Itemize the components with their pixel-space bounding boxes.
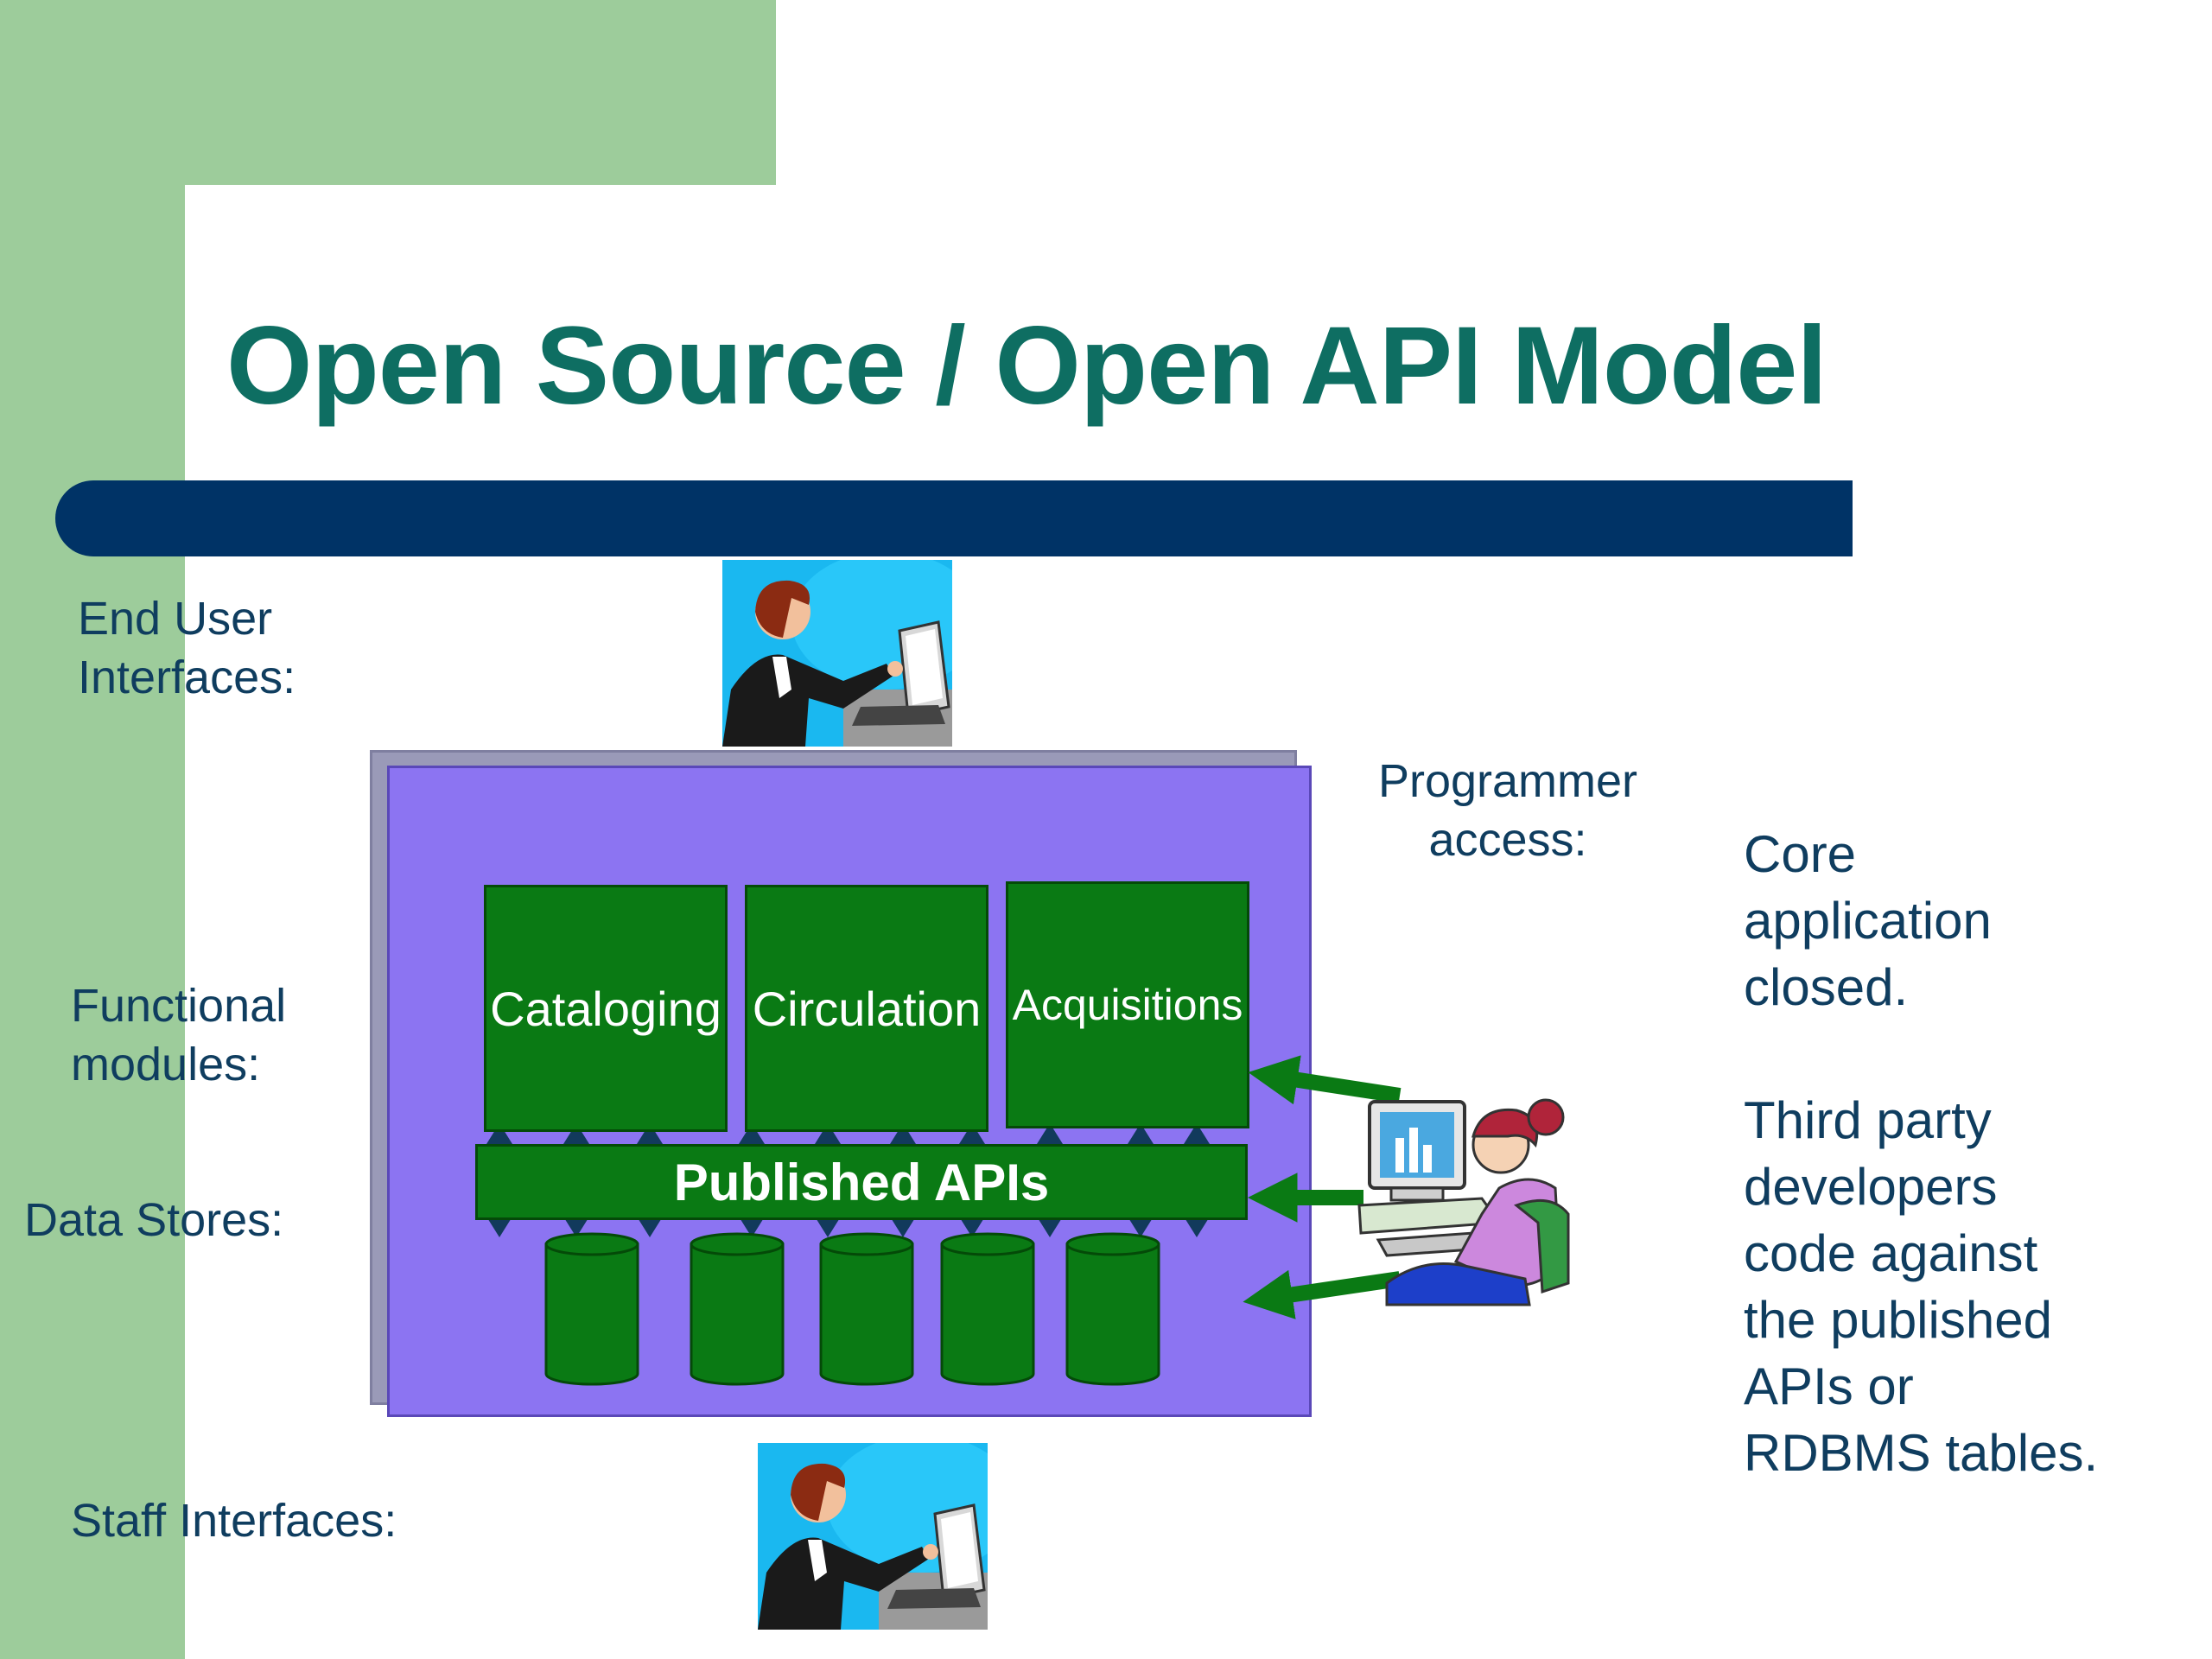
- side-note: Core application closed. Third party dev…: [1744, 821, 2098, 1486]
- data-store-cylinder: [1065, 1232, 1160, 1386]
- programmer-clipart: [1357, 1098, 1570, 1306]
- side-note-line: the published: [1744, 1291, 2052, 1349]
- side-note-line: application: [1744, 892, 1992, 950]
- side-note-line: APIs or: [1744, 1357, 1914, 1415]
- module-circulation: Circulation: [745, 885, 988, 1132]
- background-green-left: [0, 0, 185, 1659]
- side-note-line: RDBMS tables.: [1744, 1424, 2099, 1482]
- module-cataloging: Cataloging: [484, 885, 728, 1132]
- end-user-label-line1: End User: [78, 593, 273, 645]
- data-store-cylinder: [690, 1232, 785, 1386]
- data-store-cylinder: [819, 1232, 914, 1386]
- data-stores-label: Data Stores:: [24, 1194, 284, 1246]
- title-underline-bar: [55, 480, 1853, 556]
- functional-modules-label: Functional modules:: [71, 976, 286, 1094]
- end-user-label-line2: Interfaces:: [78, 652, 296, 703]
- end-user-label: End User Interfaces:: [78, 589, 296, 707]
- green-arrow-icon: [1243, 1269, 1402, 1319]
- office-user-clipart-bottom: [758, 1443, 988, 1630]
- data-store-cylinder: [940, 1232, 1035, 1386]
- programmer-label-line2: access:: [1428, 814, 1587, 866]
- side-note-line: closed.: [1744, 958, 1909, 1016]
- functional-label-line2: modules:: [71, 1039, 261, 1090]
- data-store-cylinder: [544, 1232, 639, 1386]
- programmer-label-line1: Programmer: [1377, 755, 1638, 807]
- functional-label-line1: Functional: [71, 980, 287, 1032]
- side-note-line: Third party: [1744, 1091, 1992, 1149]
- side-note-line: Core: [1744, 825, 1857, 883]
- side-note-line: developers: [1744, 1158, 1998, 1216]
- green-arrow-icon: [1248, 1055, 1402, 1105]
- module-acquisitions: Acquisitions: [1006, 881, 1249, 1128]
- side-note-line: code against: [1744, 1224, 2038, 1282]
- office-user-clipart-top: [722, 560, 952, 747]
- programmer-access-label: Programmer access:: [1374, 752, 1642, 869]
- staff-interfaces-label: Staff Interfaces:: [71, 1495, 397, 1547]
- slide-title: Open Source / Open API Model: [226, 304, 1827, 428]
- published-apis-bar: Published APIs: [475, 1144, 1248, 1220]
- connector-triangles: [486, 1123, 1210, 1237]
